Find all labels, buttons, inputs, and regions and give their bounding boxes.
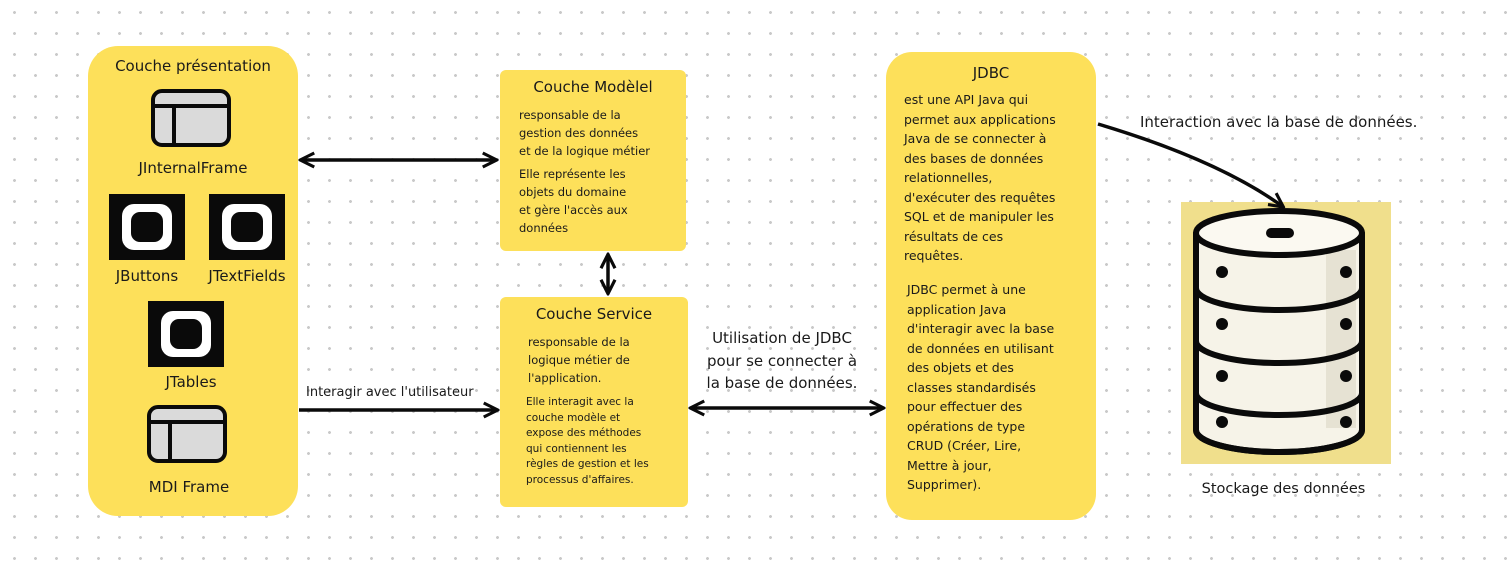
- text-fields-label: JTextFields: [208, 267, 286, 285]
- button-component-icon: [109, 194, 185, 260]
- storage-label: Stockage des données: [1201, 481, 1366, 497]
- model-layer-title: Couche Modèlel: [533, 78, 653, 96]
- text-field-component-icon: [209, 194, 285, 260]
- jdbc-database-arrow: [1097, 122, 1282, 206]
- interact-user-label: Interagir avec l'utilisateur: [306, 385, 474, 400]
- mdi-frame-icon: [147, 405, 227, 463]
- database-illustration-background: [1181, 202, 1391, 464]
- presentation-layer-title: Couche présentation: [115, 57, 271, 75]
- internal-frame-icon: [151, 89, 231, 147]
- table-component-icon: [148, 301, 224, 367]
- buttons-label: JButtons: [115, 267, 179, 285]
- jdbc-title: JDBC: [972, 64, 1010, 82]
- internal-frame-label: JInternalFrame: [138, 159, 248, 177]
- mdi-frame-label: MDI Frame: [148, 478, 230, 496]
- tables-label: JTables: [165, 373, 217, 391]
- presentation-layer-box: Couche présentation JInternalFrame JButt…: [88, 46, 298, 516]
- interact-db-label: Interaction avec la base de données.: [1140, 113, 1418, 131]
- service-layer-title: Couche Service: [535, 305, 653, 323]
